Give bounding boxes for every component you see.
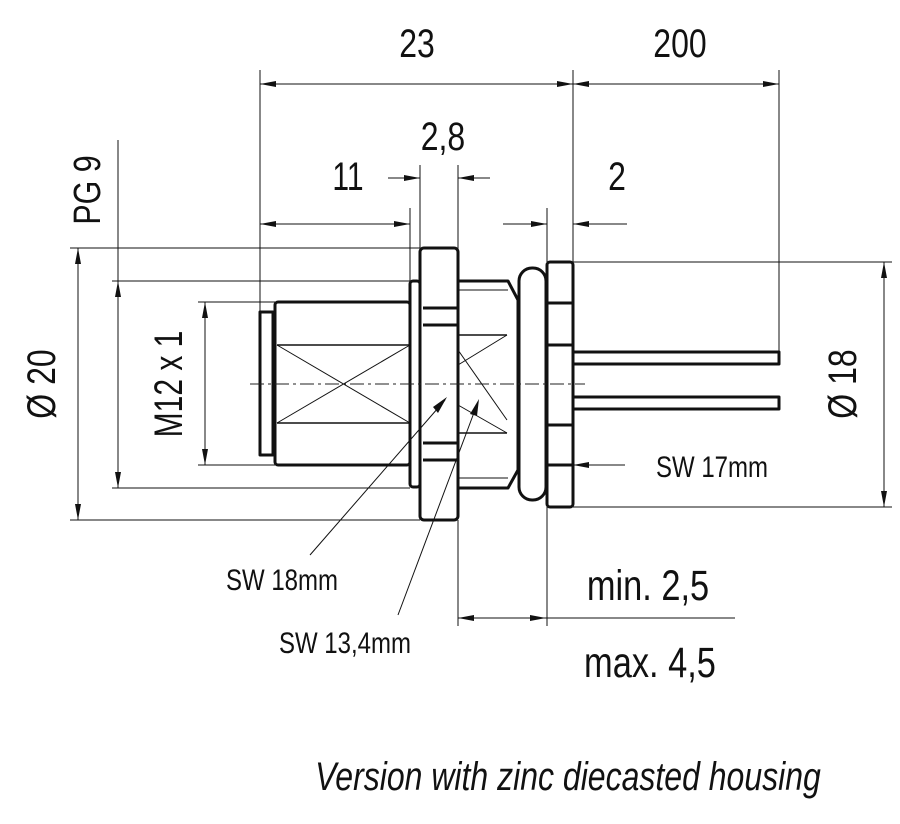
caption: Version with zinc diecasted housing <box>315 754 821 799</box>
dim-pg9: PG 9 <box>67 155 109 224</box>
dim-11: 11 <box>332 155 363 199</box>
dim-max: max. 4,5 <box>584 639 716 686</box>
dim-23: 23 <box>399 21 435 66</box>
connector-body <box>250 246 781 522</box>
dim-min: min. 2,5 <box>587 562 709 609</box>
lead-wire <box>571 395 781 411</box>
callout-sw13-4: SW 13,4mm <box>279 625 411 659</box>
dim-200: 200 <box>653 21 706 66</box>
dim-diameter-18: Ø 18 <box>820 349 865 418</box>
extension-lines <box>70 70 892 626</box>
labels: 23 200 11 2,8 2 PG 9 Ø 20 M12 x 1 Ø 18 S… <box>19 21 865 799</box>
callout-sw18: SW 18mm <box>226 562 338 596</box>
dim-m12x1: M12 x 1 <box>147 331 191 438</box>
dim-diameter-20: Ø 20 <box>19 349 64 418</box>
dim-2-8: 2,8 <box>421 114 465 159</box>
leaders <box>309 397 625 616</box>
dimension-arrows <box>75 81 887 621</box>
dim-2: 2 <box>608 154 626 199</box>
lead-wire <box>571 350 781 366</box>
callout-sw17: SW 17mm <box>656 449 768 483</box>
